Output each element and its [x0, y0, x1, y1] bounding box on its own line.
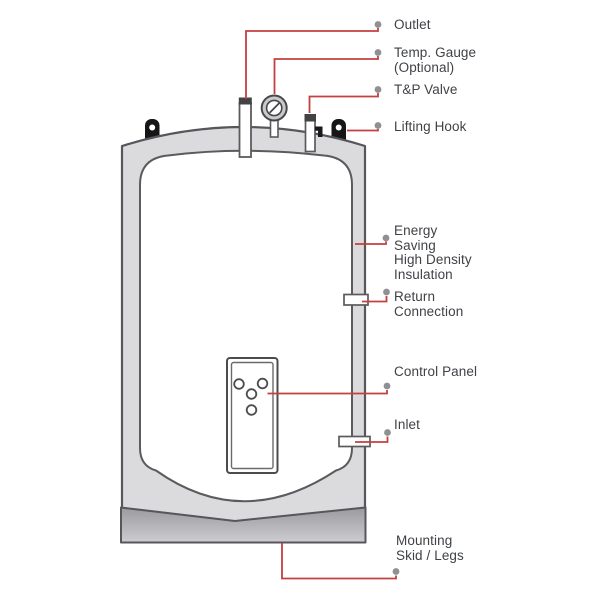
label-mounting: Mounting Skid / Legs	[396, 533, 464, 563]
mounting-skid-base	[120, 506, 367, 544]
leader-lines	[245, 28, 397, 580]
label-return-connection: Return Connection	[394, 289, 464, 319]
temp-gauge-icon	[260, 94, 288, 138]
inner-tank	[139, 149, 353, 503]
leader-mounting	[281, 543, 397, 580]
label-tp-valve: T&P Valve	[394, 82, 458, 97]
tp-valve-icon	[304, 114, 323, 153]
outlet-pipe-icon	[238, 97, 252, 158]
leader-panel	[267, 390, 388, 395]
label-temp-gauge: Temp. Gauge (Optional)	[394, 45, 477, 75]
leader-insul	[355, 241, 387, 245]
label-outlet: Outlet	[394, 17, 431, 32]
leader-tp	[308, 93, 379, 113]
leader-outlet	[245, 28, 379, 99]
leader-temp	[273, 56, 379, 94]
leader-hook	[347, 129, 379, 132]
label-control-panel: Control Panel	[394, 364, 478, 379]
label-inlet: Inlet	[394, 417, 421, 432]
label-lifting-hook: Lifting Hook	[394, 119, 467, 134]
return-pipe-icon	[343, 293, 369, 306]
control-panel-icon	[226, 357, 279, 474]
leader-dots	[374, 21, 400, 575]
leader-return	[362, 296, 388, 303]
leader-inlet	[355, 436, 389, 443]
label-insulation: Energy Saving High Density Insulation	[394, 223, 472, 282]
